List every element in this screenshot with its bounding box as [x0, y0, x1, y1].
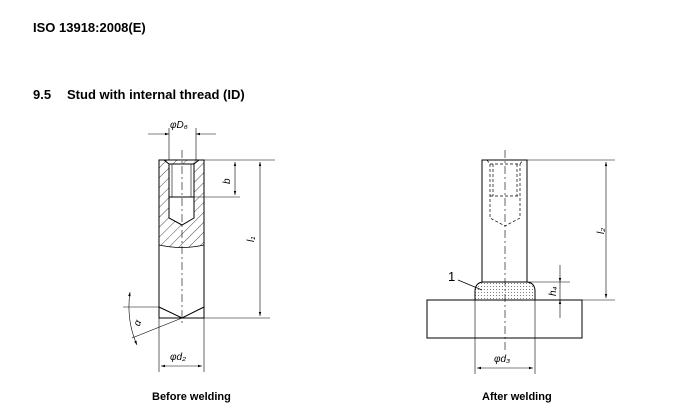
- caption-before-welding: Before welding: [152, 391, 231, 403]
- label-l2: l₂: [596, 228, 607, 234]
- caption-after-welding: After welding: [482, 391, 552, 403]
- section-number: 9.5: [33, 87, 52, 102]
- label-D6: φD₆: [170, 120, 188, 131]
- label-d3: φd₃: [494, 354, 510, 365]
- standard-header: ISO 13918:2008(E): [33, 20, 146, 35]
- section-heading: 9.5 Stud with internal thread (ID): [33, 87, 245, 102]
- label-l1: l₁: [246, 237, 257, 242]
- label-d2: φd₂: [170, 352, 186, 363]
- key-label-1: 1: [448, 269, 455, 284]
- label-b: b: [222, 178, 233, 184]
- stud-after-welding: [426, 150, 615, 374]
- label-alpha: α: [132, 318, 144, 327]
- section-title: Stud with internal thread (ID): [67, 87, 245, 102]
- label-h4: h₄: [548, 286, 559, 296]
- stud-before-welding: [123, 128, 275, 372]
